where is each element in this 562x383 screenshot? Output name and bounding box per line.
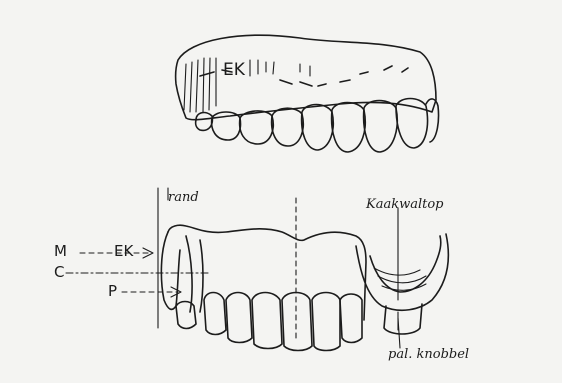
- section-inner: [370, 236, 441, 292]
- frontal-inner-line: [186, 236, 192, 312]
- section-outer: [356, 234, 448, 310]
- section-hatch-1: [374, 268, 420, 275]
- frontal-teeth: [176, 293, 362, 351]
- section-hatch-2: [378, 276, 426, 283]
- label-c: C: [54, 265, 64, 280]
- label-m: M: [54, 244, 67, 259]
- label-rand: rand: [168, 191, 199, 204]
- label-ek-side: EK: [114, 244, 133, 259]
- label-ek-top: EK: [223, 62, 245, 79]
- frontal-inner-line-2: [200, 240, 203, 312]
- gum-hatching: [184, 58, 310, 112]
- label-p: P: [108, 284, 117, 299]
- cross-section-drawing: [356, 208, 448, 348]
- upper-denture-drawing: [176, 35, 439, 152]
- frontal-left-flange: [161, 232, 180, 309]
- label-pal-knobbel: pal. knobbel: [388, 348, 469, 361]
- label-kaakwaltop: Kaakwaltop: [366, 198, 444, 211]
- frontal-view-drawing: [66, 188, 366, 351]
